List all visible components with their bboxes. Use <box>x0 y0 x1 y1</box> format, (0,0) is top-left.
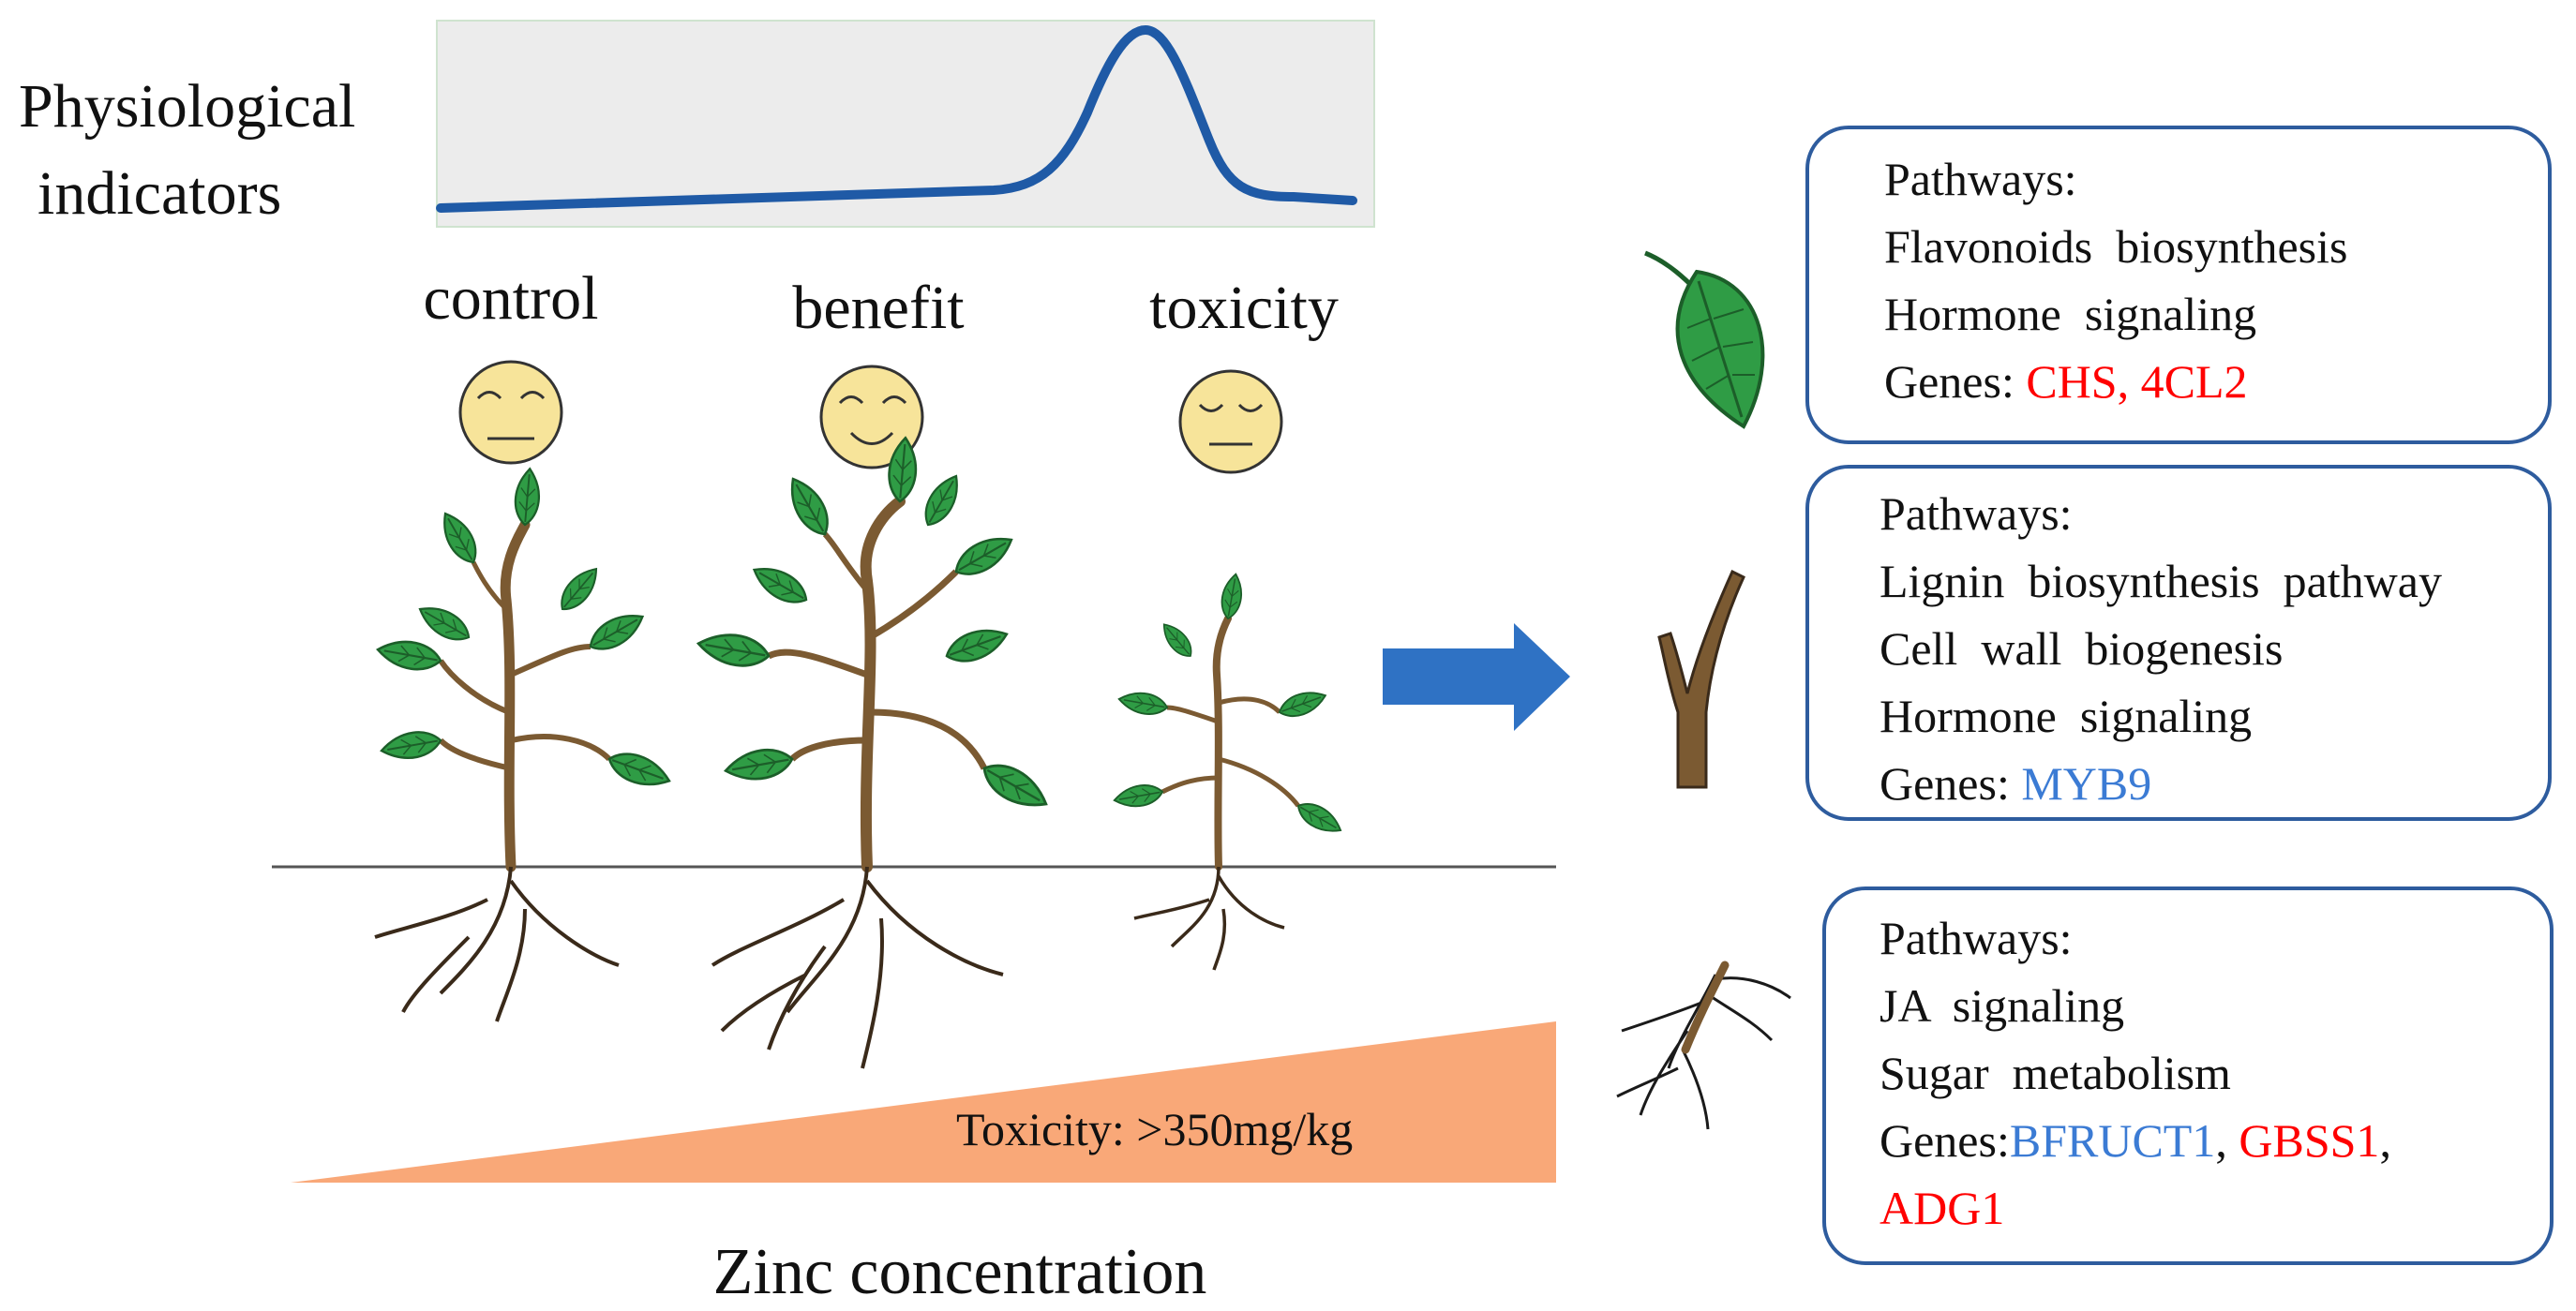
stem-pathway-1: Lignin biosynthesis pathway <box>1880 555 2442 607</box>
stem-pathways-panel <box>1805 465 2552 821</box>
root-panel-title: Pathways: <box>1880 912 2073 964</box>
physio-curve <box>436 25 1357 213</box>
root-pathway-2: Sugar metabolism <box>1880 1047 2231 1099</box>
stem-genes-line: Genes: MYB9 <box>1880 757 2151 810</box>
stem-pathway-3: Hormone signaling <box>1880 690 2252 742</box>
sleepy-face-icon <box>1178 369 1283 474</box>
neutral-face-icon <box>458 360 563 465</box>
stage-label-toxicity: toxicity <box>1149 274 1339 342</box>
leaf-pathway-1: Flavonoids biosynthesis <box>1884 220 2347 273</box>
root-genes-label: Genes: <box>1880 1114 2010 1167</box>
root-gene-gbss1: GBSS1 <box>2239 1114 2379 1167</box>
plant-benefit <box>695 435 1056 872</box>
stem-pathway-2: Cell wall biogenesis <box>1880 622 2284 675</box>
stage-label-control: control <box>424 264 599 333</box>
root-gene-adg1: ADG1 <box>1880 1182 2004 1234</box>
roots-toxicity <box>1133 866 1285 971</box>
stem-panel-title: Pathways: <box>1880 487 2073 540</box>
plant-toxicity <box>1111 572 1347 871</box>
root-gene-bfruct1: BFRUCT1 <box>2010 1114 2216 1167</box>
root-pathway-1: JA signaling <box>1880 979 2124 1032</box>
toxicity-threshold-label: Toxicity: >350mg/kg <box>956 1103 1353 1155</box>
stage-label-benefit: benefit <box>792 274 964 342</box>
leaf-pathways-panel <box>1805 126 2552 444</box>
physio-label-line1: Physiological <box>19 72 355 141</box>
root-pathways-panel <box>1822 886 2554 1265</box>
root-genes-line: Genes:BFRUCT1, GBSS1, <box>1880 1114 2391 1167</box>
stem-genes-label: Genes: <box>1880 757 2010 810</box>
stem-icon <box>1657 569 1745 789</box>
leaf-genes-label: Genes: <box>1884 355 2014 408</box>
leaf-pathway-2: Hormone signaling <box>1884 288 2256 340</box>
root-icon <box>1616 961 1791 1130</box>
happy-face-icon <box>819 365 924 469</box>
leaf-gene-chs-4cl2: CHS, 4CL2 <box>2026 355 2247 408</box>
roots-benefit <box>711 866 1004 1069</box>
zinc-gradient-wedge <box>291 1021 1556 1183</box>
physio-label-line2: indicators <box>37 159 281 228</box>
leaf-panel-title: Pathways: <box>1884 153 2077 205</box>
stem-gene-myb9: MYB9 <box>2021 757 2151 810</box>
plant-control <box>374 467 675 872</box>
leaf-icon <box>1644 250 1765 429</box>
leaf-genes-line: Genes: CHS, 4CL2 <box>1884 355 2248 408</box>
roots-control <box>374 866 620 1022</box>
zinc-axis-label: Zinc concentration <box>713 1236 1207 1308</box>
right-arrow-icon <box>1383 623 1570 731</box>
